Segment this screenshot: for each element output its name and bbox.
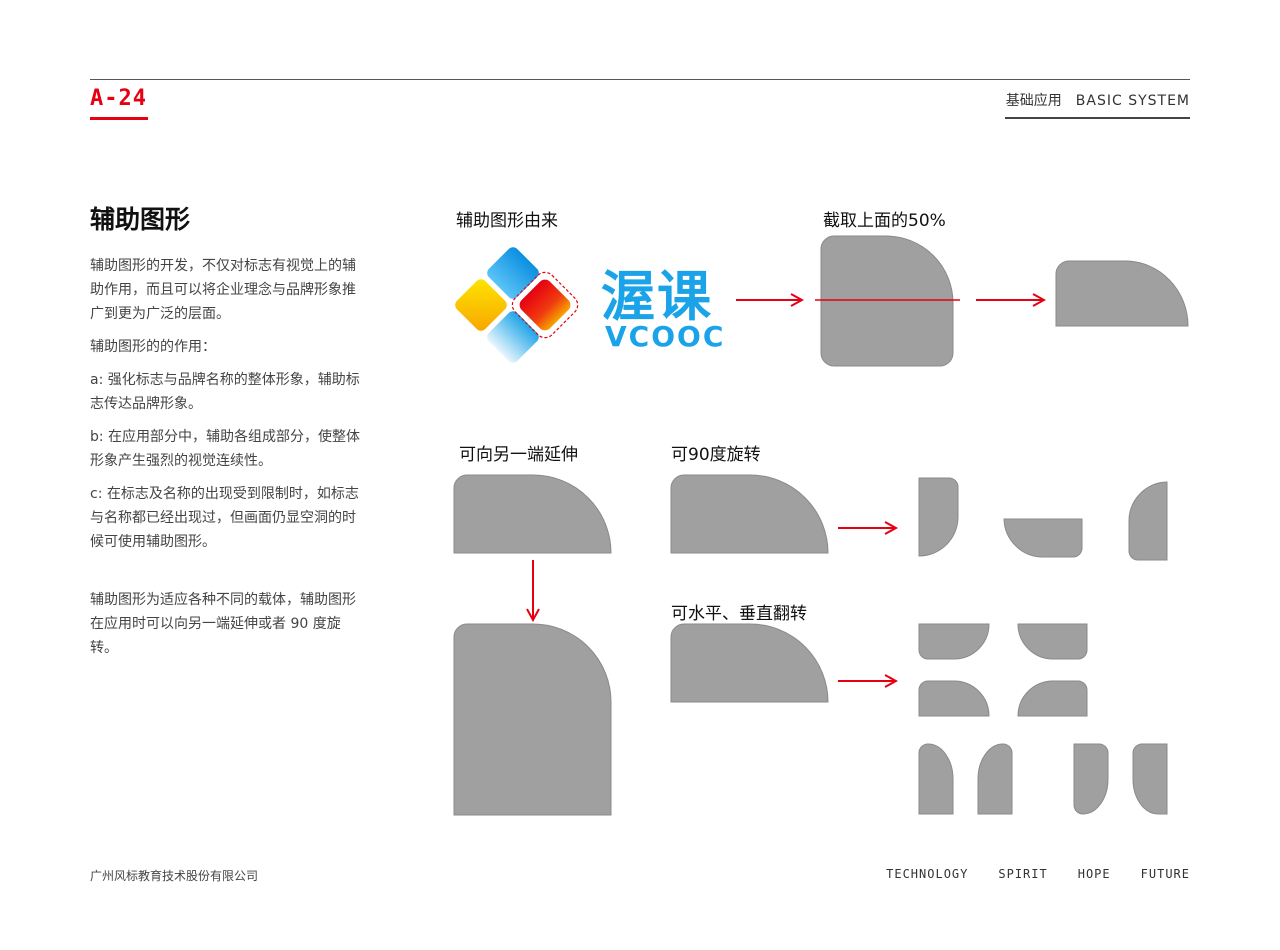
shape-flip-4 (1017, 680, 1088, 717)
logo-mark (455, 247, 579, 363)
footer-keywords: TECHNOLOGY SPIRIT HOPE FUTURE (856, 867, 1190, 881)
shape-extend-source (453, 474, 612, 554)
intro-paragraph: c: 在标志及名称的出现受到限制时，如标志与名称都已经出现过，但画面仍显空洞的时… (90, 486, 359, 550)
shape-rotate-source (670, 474, 829, 554)
shape-flip-1 (918, 623, 990, 660)
footer-keyword: HOPE (1077, 867, 1111, 881)
shape-rotate-270 (1128, 481, 1168, 561)
section-title-cn: 基础应用 (1005, 93, 1062, 109)
footer-keyword: TECHNOLOGY (886, 867, 969, 881)
intro-paragraph: 辅助图形的开发，不仅对标志有视觉上的辅助作用，而且可以将企业理念与品牌形象推广到… (90, 258, 356, 322)
logo-tile-right (519, 279, 571, 331)
intro-text: 辅助图形的开发，不仅对标志有视觉上的辅助作用，而且可以将企业理念与品牌形象推广到… (90, 254, 362, 669)
page-code-underline (90, 117, 148, 120)
logo-wordmark-en: VCOOC (605, 320, 726, 353)
shape-flip-5 (918, 743, 954, 815)
footer-keyword: SPIRIT (998, 867, 1048, 881)
shape-flip-8 (1132, 743, 1168, 815)
section-title-en: BASIC SYSTEM (1075, 93, 1190, 109)
logo-wordmark-cn: 渥课 (601, 265, 713, 328)
footer-company: 广州风标教育技术股份有限公司 (90, 869, 259, 883)
logo-tile-top (487, 247, 539, 299)
shape-rotate-180 (1003, 518, 1083, 558)
shape-flip-3 (918, 680, 990, 717)
label-extend: 可向另一端延伸 (459, 445, 578, 465)
label-origin: 辅助图形由来 (456, 211, 558, 231)
logo-tile-right-outline (511, 271, 579, 339)
shape-half (1055, 260, 1189, 327)
shape-extend-result (453, 623, 612, 816)
label-flip: 可水平、垂直翻转 (671, 604, 807, 624)
shape-rotate-90 (918, 477, 959, 557)
intro-paragraph: 辅助图形的的作用： (90, 339, 216, 355)
logo-tile-left (455, 279, 507, 331)
intro-paragraph: b: 在应用部分中，辅助各组成部分，使整体形象产生强烈的视觉连续性。 (90, 429, 361, 469)
shape-full (820, 235, 954, 367)
intro-paragraph: a: 强化标志与品牌名称的整体形象，辅助标志传达品牌形象。 (90, 372, 360, 412)
logo-tile-bottom (487, 311, 539, 363)
page-code: A-24 (90, 86, 147, 111)
section-header: 基础应用 BASIC SYSTEM (1006, 90, 1190, 110)
top-rule (90, 79, 1190, 80)
shape-flip-6 (977, 743, 1013, 815)
shape-flip-7 (1073, 743, 1109, 815)
shape-flip-source (670, 623, 829, 703)
intro-paragraph: 辅助图形为适应各种不同的载体，辅助图形在应用时可以向另一端延伸或者 90 度旋转… (90, 592, 356, 656)
section-header-underline (1005, 117, 1190, 119)
footer-keyword: FUTURE (1140, 867, 1190, 881)
label-rotate: 可90度旋转 (671, 445, 761, 465)
shape-flip-2 (1017, 623, 1088, 660)
page-title: 辅助图形 (90, 205, 191, 234)
label-crop: 截取上面的50% (823, 211, 946, 231)
